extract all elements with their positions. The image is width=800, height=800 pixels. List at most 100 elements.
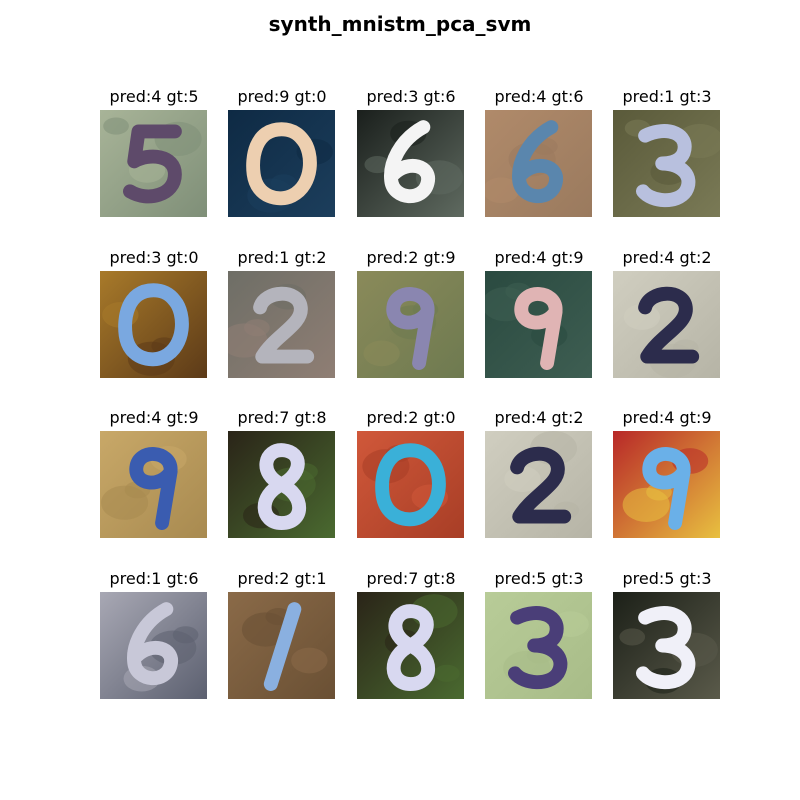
digit-image-svg — [357, 431, 464, 538]
digit-image — [613, 592, 720, 699]
sample-label: pred:3 gt:6 — [366, 87, 456, 106]
digit-image-svg — [100, 592, 207, 699]
sample-cell: pred:4 gt:5 — [100, 84, 207, 217]
digit-image — [485, 271, 592, 378]
digit-stroke — [384, 120, 435, 204]
digit-stroke — [375, 443, 446, 527]
digit-image — [357, 271, 464, 378]
digit-image-svg — [228, 271, 335, 378]
digit-image-svg — [100, 110, 207, 217]
image-texture — [103, 117, 129, 135]
digit-stroke — [129, 447, 178, 530]
image-texture — [363, 340, 400, 367]
digit-image — [228, 431, 335, 538]
digit-stroke — [636, 606, 696, 690]
image-texture — [434, 664, 460, 682]
sample-cell: pred:4 gt:9 — [485, 245, 592, 378]
digit-image-svg — [485, 592, 592, 699]
sample-label: pred:4 gt:2 — [494, 408, 584, 427]
digit-stroke — [636, 124, 696, 208]
image-texture — [622, 487, 670, 522]
digit-stroke — [638, 286, 700, 364]
figure-title: synth_mnistm_pca_svm — [268, 12, 532, 36]
sample-label: pred:9 gt:0 — [237, 87, 327, 106]
digit-image-svg — [228, 431, 335, 538]
sample-cell: pred:4 gt:9 — [613, 405, 720, 538]
sample-label: pred:4 gt:5 — [109, 87, 199, 106]
digit-image — [357, 110, 464, 217]
sample-label: pred:4 gt:6 — [494, 87, 584, 106]
digit-image-svg — [613, 592, 720, 699]
digit-stroke — [253, 286, 315, 364]
digit-stroke — [514, 287, 563, 370]
digit-stroke — [123, 124, 182, 204]
digit-image — [100, 592, 207, 699]
sample-label: pred:7 gt:8 — [366, 569, 456, 588]
image-texture — [364, 156, 391, 174]
sample-label: pred:1 gt:6 — [109, 569, 199, 588]
sample-cell: pred:1 gt:6 — [100, 566, 207, 699]
sample-cell: pred:4 gt:2 — [485, 405, 592, 538]
digit-image-svg — [228, 592, 335, 699]
digit-image — [613, 431, 720, 538]
digit-image — [228, 592, 335, 699]
digit-image-svg — [357, 271, 464, 378]
sample-label: pred:4 gt:2 — [622, 248, 712, 267]
sample-cell: pred:2 gt:0 — [357, 405, 464, 538]
digit-image — [357, 431, 464, 538]
sample-label: pred:1 gt:3 — [622, 87, 712, 106]
sample-cell: pred:5 gt:3 — [613, 566, 720, 699]
sample-label: pred:2 gt:0 — [366, 408, 456, 427]
image-texture — [619, 628, 646, 646]
sample-label: pred:1 gt:2 — [237, 248, 327, 267]
sample-cell: pred:2 gt:9 — [357, 245, 464, 378]
image-texture — [241, 612, 289, 647]
digit-image-svg — [613, 271, 720, 378]
digit-stroke — [118, 283, 189, 367]
sample-label: pred:4 gt:9 — [494, 248, 584, 267]
digit-image-svg — [228, 110, 335, 217]
sample-label: pred:7 gt:8 — [237, 408, 327, 427]
digit-image — [100, 431, 207, 538]
digit-stroke — [510, 446, 572, 524]
digit-image-svg — [613, 431, 720, 538]
sample-cell: pred:4 gt:6 — [485, 84, 592, 217]
sample-label: pred:5 gt:3 — [622, 569, 712, 588]
digit-image — [357, 592, 464, 699]
image-texture — [485, 177, 520, 204]
sample-cell: pred:5 gt:3 — [485, 566, 592, 699]
digit-image-svg — [485, 110, 592, 217]
digit-image — [485, 592, 592, 699]
sample-cell: pred:1 gt:3 — [613, 84, 720, 217]
sample-cell: pred:3 gt:0 — [100, 245, 207, 378]
digit-stroke — [263, 602, 302, 691]
sample-label: pred:3 gt:0 — [109, 248, 199, 267]
image-texture — [291, 647, 328, 674]
digit-image-svg — [357, 592, 464, 699]
sample-cell: pred:4 gt:9 — [100, 405, 207, 538]
digit-image — [613, 110, 720, 217]
image-texture — [101, 485, 149, 520]
digit-image-svg — [485, 271, 592, 378]
digit-stroke — [127, 602, 178, 686]
sample-label: pred:4 gt:9 — [622, 408, 712, 427]
sample-label: pred:5 gt:3 — [494, 569, 584, 588]
digit-stroke — [386, 604, 435, 691]
digit-stroke — [642, 447, 691, 530]
digit-stroke — [246, 122, 317, 206]
sample-label: pred:2 gt:1 — [237, 569, 327, 588]
digit-image-svg — [485, 431, 592, 538]
digit-image-svg — [613, 110, 720, 217]
sample-label: pred:4 gt:9 — [109, 408, 199, 427]
digit-stroke — [386, 287, 435, 370]
digit-stroke — [512, 120, 563, 204]
sample-cell: pred:9 gt:0 — [228, 84, 335, 217]
image-texture — [228, 323, 268, 358]
sample-cell: pred:4 gt:2 — [613, 245, 720, 378]
digit-image — [228, 271, 335, 378]
sample-cell: pred:3 gt:6 — [357, 84, 464, 217]
sample-label: pred:2 gt:9 — [366, 248, 456, 267]
digit-image-svg — [100, 271, 207, 378]
digit-image — [100, 271, 207, 378]
sample-cell: pred:7 gt:8 — [228, 405, 335, 538]
